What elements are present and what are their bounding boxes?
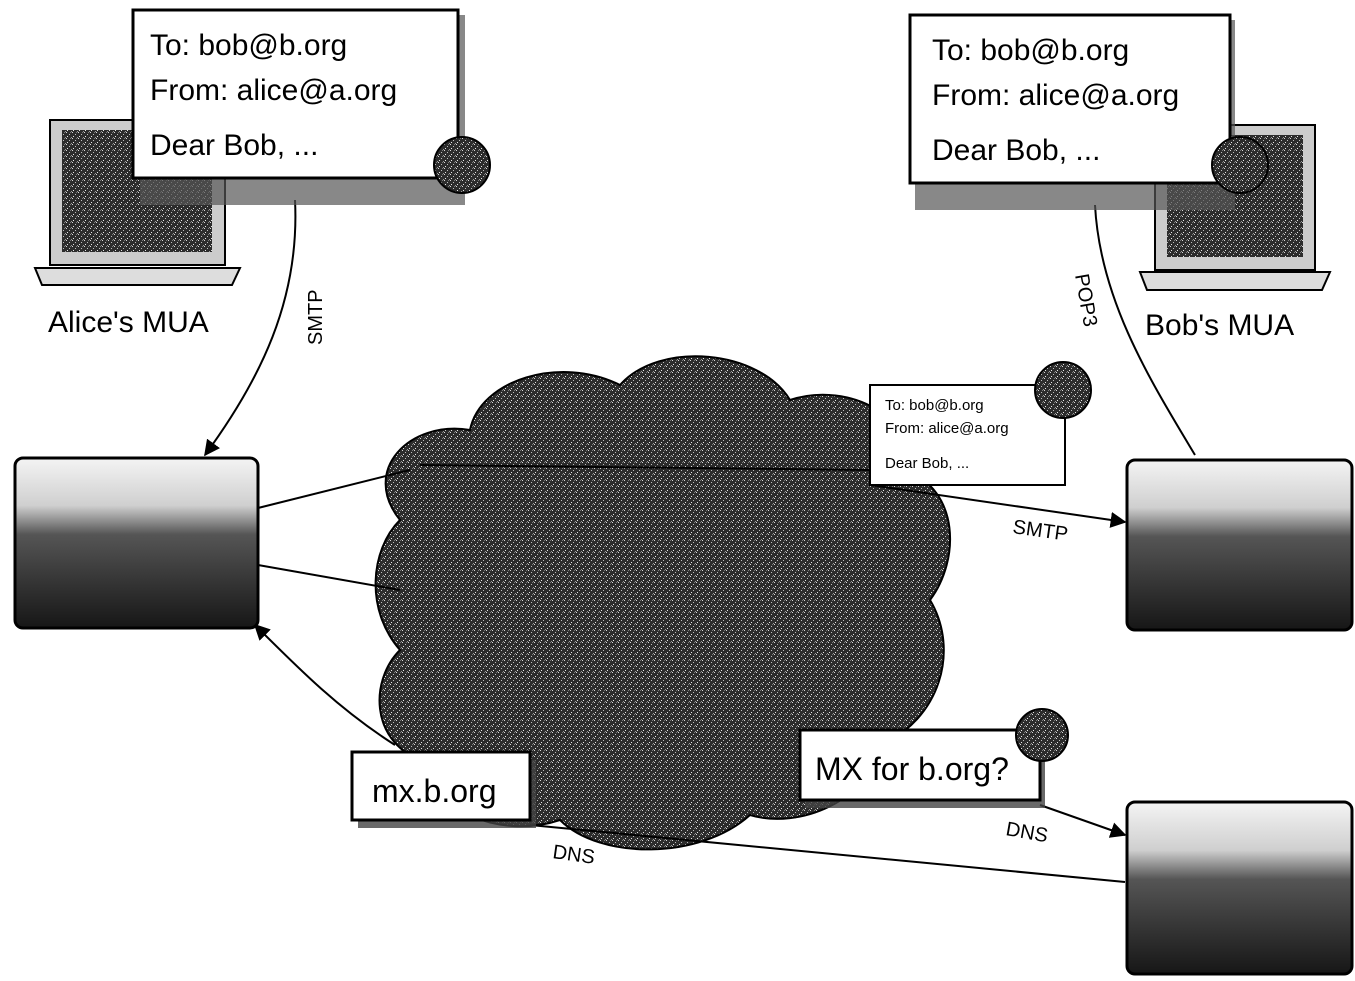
transit-letter-from: From: alice@a.org — [885, 420, 1009, 437]
smtp-transit-label: SMTP — [1011, 516, 1069, 546]
alice-letter: To: bob@b.org From: alice@a.org Dear Bob… — [131, 8, 491, 205]
stamp-icon — [433, 136, 491, 194]
mx-answer-label: mx.b.org — [372, 773, 496, 809]
dns-server-line — [529, 824, 1126, 883]
bob-mua-label: Bob's MUA — [1145, 309, 1294, 342]
bob-server-icon — [1125, 458, 1354, 632]
dns-answer-arrow — [253, 623, 396, 746]
smtp-to-bob-server-arrow — [869, 484, 1127, 528]
bob-letter-from: From: alice@a.org — [932, 79, 1179, 112]
transit-letter: To: bob@b.org From: alice@a.org Dear Bob… — [869, 361, 1092, 486]
bob-letter: To: bob@b.org From: alice@a.org Dear Bob… — [908, 13, 1269, 210]
alice-smtp-arrow — [204, 199, 297, 457]
stamp-icon — [1034, 361, 1092, 419]
mx-answer-box: mx.b.org — [350, 750, 536, 828]
alice-letter-body: Dear Bob, ... — [150, 129, 318, 162]
alice-server-icon — [13, 456, 260, 630]
alice-mua-label: Alice's MUA — [48, 306, 209, 339]
alice-letter-to: To: bob@b.org — [150, 29, 347, 62]
bob-letter-body: Dear Bob, ... — [932, 134, 1100, 167]
mx-question-box: MX for b.org? — [798, 708, 1069, 808]
transit-letter-to: To: bob@b.org — [885, 397, 984, 414]
alice-letter-from: From: alice@a.org — [150, 74, 397, 107]
connections — [204, 199, 1196, 883]
dns-query-arrow — [1039, 804, 1127, 838]
dns-server-icon — [1125, 800, 1354, 976]
mx-question-label: MX for b.org? — [815, 751, 1009, 787]
stamp-icon — [1211, 136, 1269, 194]
alice-server-to-cloud-mid — [257, 564, 401, 591]
stamp-icon — [1015, 708, 1069, 762]
dns-answer-label: DNS — [551, 841, 596, 869]
smtp-alice-label: SMTP — [305, 289, 327, 345]
cloud-to-mail-transit — [419, 464, 871, 471]
bob-pop3-line — [1094, 204, 1196, 456]
bob-letter-to: To: bob@b.org — [932, 34, 1129, 67]
alice-server-to-cloud-top — [257, 469, 411, 509]
dns-query-label: DNS — [1004, 818, 1049, 847]
transit-letter-body: Dear Bob, ... — [885, 455, 969, 472]
pop3-bob-label: POP3 — [1070, 272, 1101, 328]
